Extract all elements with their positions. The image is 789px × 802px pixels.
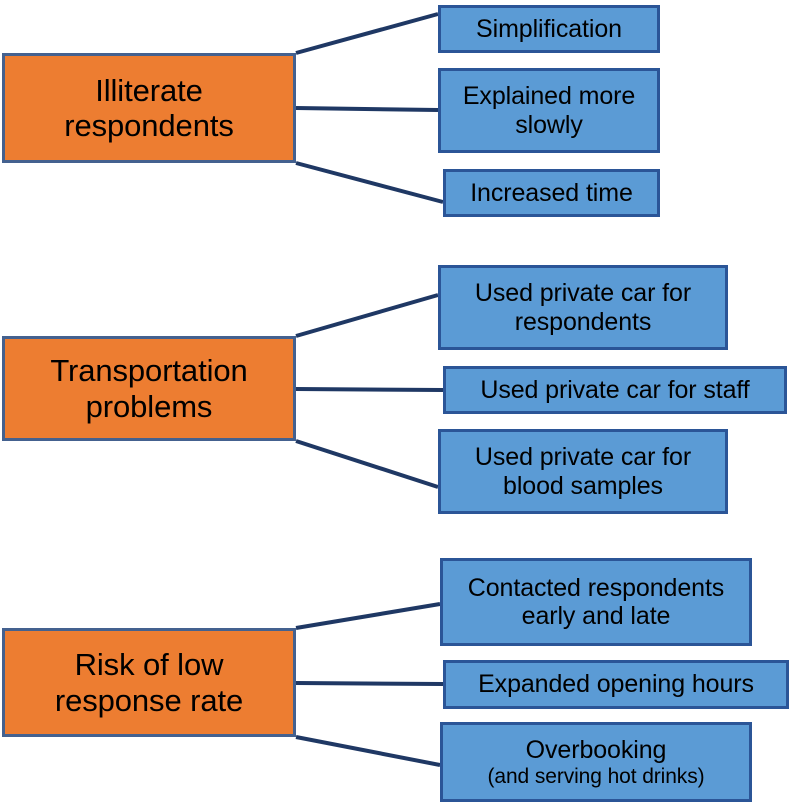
- action-label-line1: Used private car for: [474, 279, 692, 307]
- category-label-line1: Illiterate: [95, 72, 203, 108]
- action-label: Used private car for staff: [446, 376, 784, 405]
- category-label-line1: Transportation: [50, 353, 248, 389]
- category-label-line1: Risk of low: [74, 647, 224, 683]
- connector-line: [295, 602, 441, 630]
- category-label-line2: response rate: [54, 682, 244, 718]
- action-box-simplification[interactable]: Simplification: [438, 5, 660, 53]
- category-label-line2: problems: [85, 388, 213, 424]
- action-box-private-car-blood-samples[interactable]: Used private car for blood samples: [438, 429, 728, 514]
- category-box-illiterate-respondents[interactable]: Illiterate respondents: [2, 53, 296, 163]
- action-label: Overbooking (and serving hot drinks): [443, 736, 749, 788]
- connector-line: [295, 293, 439, 338]
- category-label: Risk of low response rate: [5, 647, 293, 718]
- category-label: Transportation problems: [5, 353, 293, 424]
- action-box-private-car-staff[interactable]: Used private car for staff: [443, 366, 787, 414]
- action-label-line2: (and serving hot drinks): [487, 764, 705, 788]
- action-label-line2: slowly: [515, 110, 583, 139]
- action-label-line1: Used private car for: [474, 443, 692, 471]
- action-box-overbooking[interactable]: Overbooking (and serving hot drinks): [440, 722, 752, 802]
- action-label-line1: Used private car for staff: [480, 375, 750, 404]
- category-box-risk-of-low-response-rate[interactable]: Risk of low response rate: [2, 628, 296, 737]
- action-label-line2: early and late: [521, 602, 671, 630]
- action-label-line2: blood samples: [503, 471, 663, 500]
- action-box-increased-time[interactable]: Increased time: [443, 169, 660, 217]
- action-label: Increased time: [446, 179, 657, 208]
- connector-line: [295, 12, 439, 55]
- connector-line: [295, 681, 444, 686]
- connector-line: [295, 735, 441, 767]
- category-label: Illiterate respondents: [5, 73, 293, 144]
- action-label: Explained more slowly: [441, 82, 657, 139]
- action-label-line1: Overbooking: [525, 736, 667, 765]
- action-label: Used private car for respondents: [441, 279, 725, 336]
- category-label-line2: respondents: [64, 108, 234, 143]
- action-box-expanded-opening-hours[interactable]: Expanded opening hours: [443, 660, 789, 709]
- connector-line: [295, 439, 439, 489]
- category-box-transportation-problems[interactable]: Transportation problems: [2, 336, 296, 441]
- action-box-contacted-respondents-early-late[interactable]: Contacted respondents early and late: [440, 558, 752, 646]
- action-label-line2: respondents: [514, 307, 652, 336]
- action-label-line1: Contacted respondents: [467, 573, 725, 602]
- action-box-private-car-respondents[interactable]: Used private car for respondents: [438, 265, 728, 350]
- action-label-line1: Simplification: [476, 14, 622, 43]
- action-label-line1: Explained more: [462, 82, 636, 110]
- action-label: Used private car for blood samples: [441, 443, 725, 500]
- action-label-line1: Expanded opening hours: [478, 670, 754, 699]
- connector-line: [295, 161, 444, 204]
- action-label: Expanded opening hours: [446, 670, 786, 699]
- action-label: Simplification: [441, 15, 657, 44]
- connector-line: [295, 106, 439, 112]
- action-label-line1: Increased time: [470, 178, 633, 207]
- connector-line: [295, 387, 444, 392]
- action-label: Contacted respondents early and late: [443, 574, 749, 631]
- action-box-explained-more-slowly[interactable]: Explained more slowly: [438, 68, 660, 153]
